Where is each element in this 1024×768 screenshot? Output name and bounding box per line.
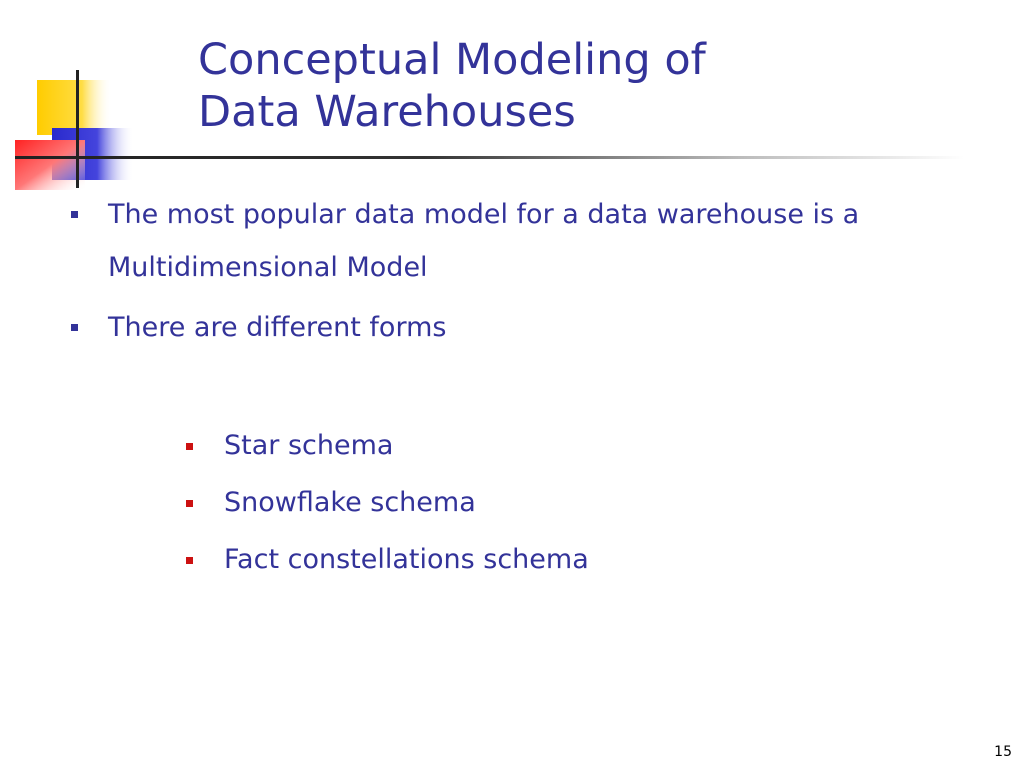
- sub-bullet-item: Fact constellations schema: [186, 540, 924, 580]
- bullet-item: The most popular data model for a data w…: [71, 188, 988, 294]
- sub-bullet-item: Snowflake schema: [186, 483, 924, 523]
- title-line: Conceptual Modeling of: [198, 35, 706, 85]
- page-number: 15: [994, 744, 1012, 760]
- slide-title: Conceptual Modeling of Data Warehouses: [198, 34, 978, 138]
- title-divider: [64, 156, 964, 159]
- bullet-item: There are different forms: [71, 301, 988, 354]
- title-line: Data Warehouses: [198, 87, 576, 137]
- sub-bullet-item: Star schema: [186, 426, 924, 466]
- slide-logo-icon: [15, 70, 140, 190]
